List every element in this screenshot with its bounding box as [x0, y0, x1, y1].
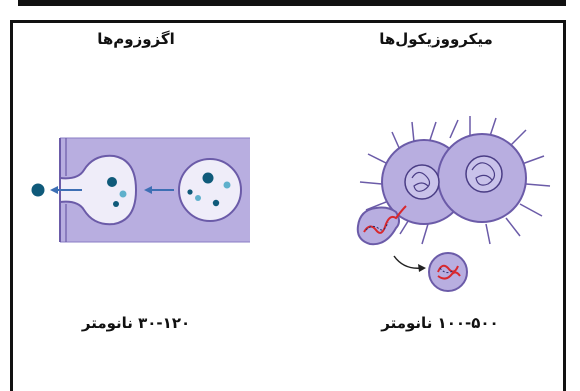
released-exosome: [32, 184, 45, 197]
budding-microvesicle: [358, 208, 399, 245]
cargo-dot: [120, 191, 127, 198]
multivesicular-body: [179, 159, 241, 221]
nucleus-right: [466, 156, 502, 192]
cargo-dot: [224, 182, 231, 189]
released-microvesicle: [429, 253, 467, 291]
microvesicles-size-label: ۱۰۰-۵۰۰ نانومتر: [340, 314, 540, 332]
cargo-dot: [203, 173, 214, 184]
microvesicle-illustration: [330, 106, 570, 306]
microvesicles-title: میکرووزیکول‌ها: [336, 30, 536, 48]
nucleus-left: [405, 165, 439, 199]
arrow-release: [394, 256, 426, 272]
exosomes-title: اگزوزوم‌ها: [36, 30, 236, 48]
cargo-dot: [195, 195, 201, 201]
exosome-illustration: [20, 130, 260, 250]
top-border-bar: [18, 0, 566, 6]
cargo-dot: [113, 201, 119, 207]
cargo-dot: [107, 177, 117, 187]
exosomes-size-label: ۳۰-۱۲۰ نانومتر: [36, 314, 236, 332]
cargo-dot: [213, 200, 219, 206]
cargo-dot: [187, 189, 192, 194]
